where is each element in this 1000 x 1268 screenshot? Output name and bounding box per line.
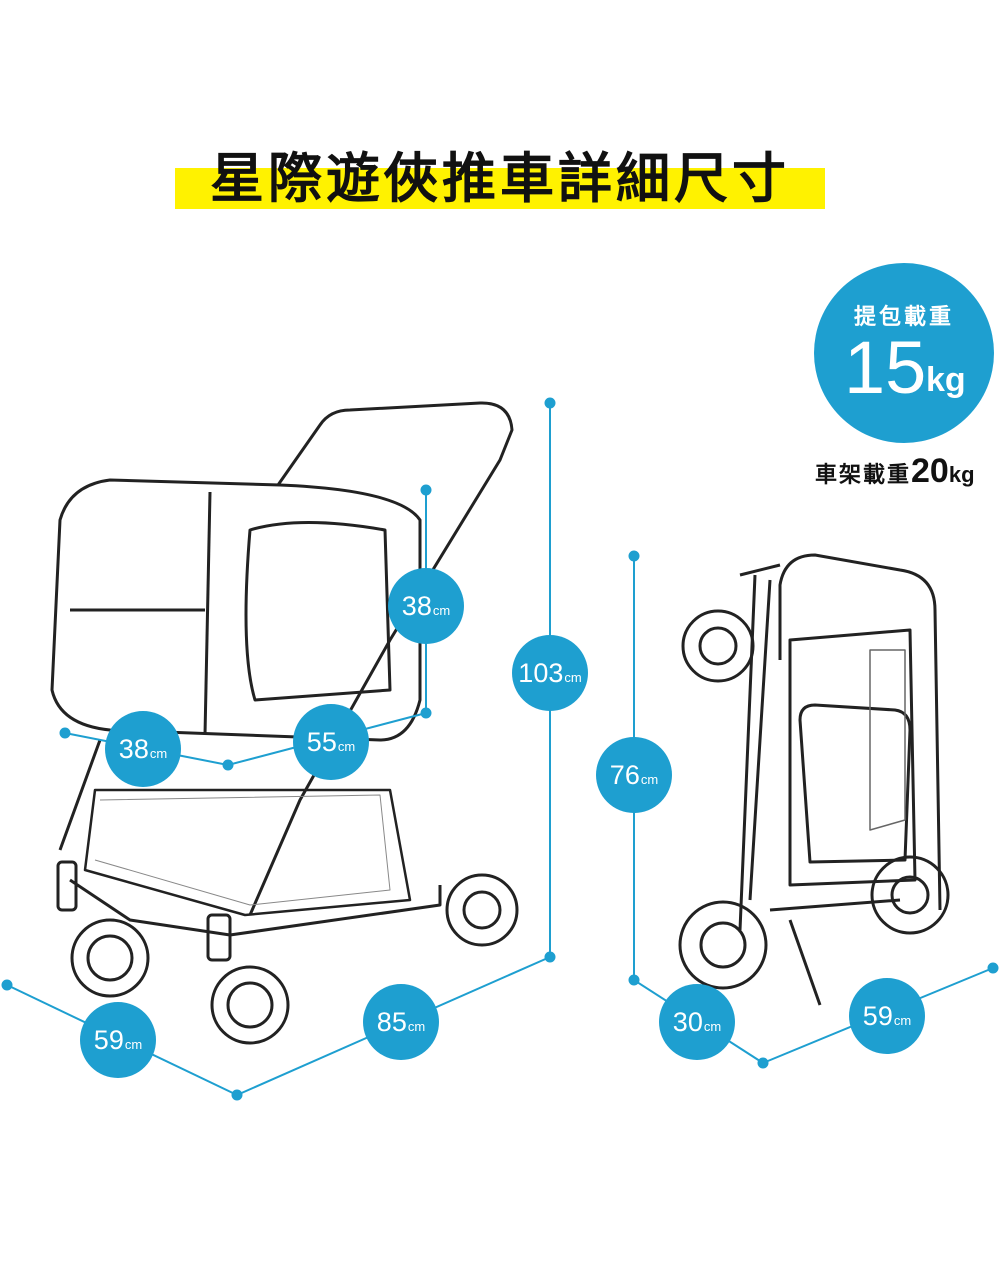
frame-load: 車架載重20kg <box>815 452 975 491</box>
frame-load-unit: kg <box>948 462 975 487</box>
folded-stroller-drawing <box>678 553 950 1006</box>
unfolded-stroller-drawing <box>50 401 519 1045</box>
page-title: 星際遊俠推車詳細尺寸 <box>210 147 790 210</box>
frame-load-value: 20 <box>911 452 949 490</box>
bag-load-unit: kg <box>926 361 966 399</box>
frame-load-label: 車架載重 <box>815 463 912 488</box>
title-highlight <box>175 168 825 209</box>
bag-load-label: 提包載重 <box>853 305 954 330</box>
bag-load-value: 15 <box>844 326 927 409</box>
bag-load-badge: 提包載重 15 kg <box>814 263 994 443</box>
